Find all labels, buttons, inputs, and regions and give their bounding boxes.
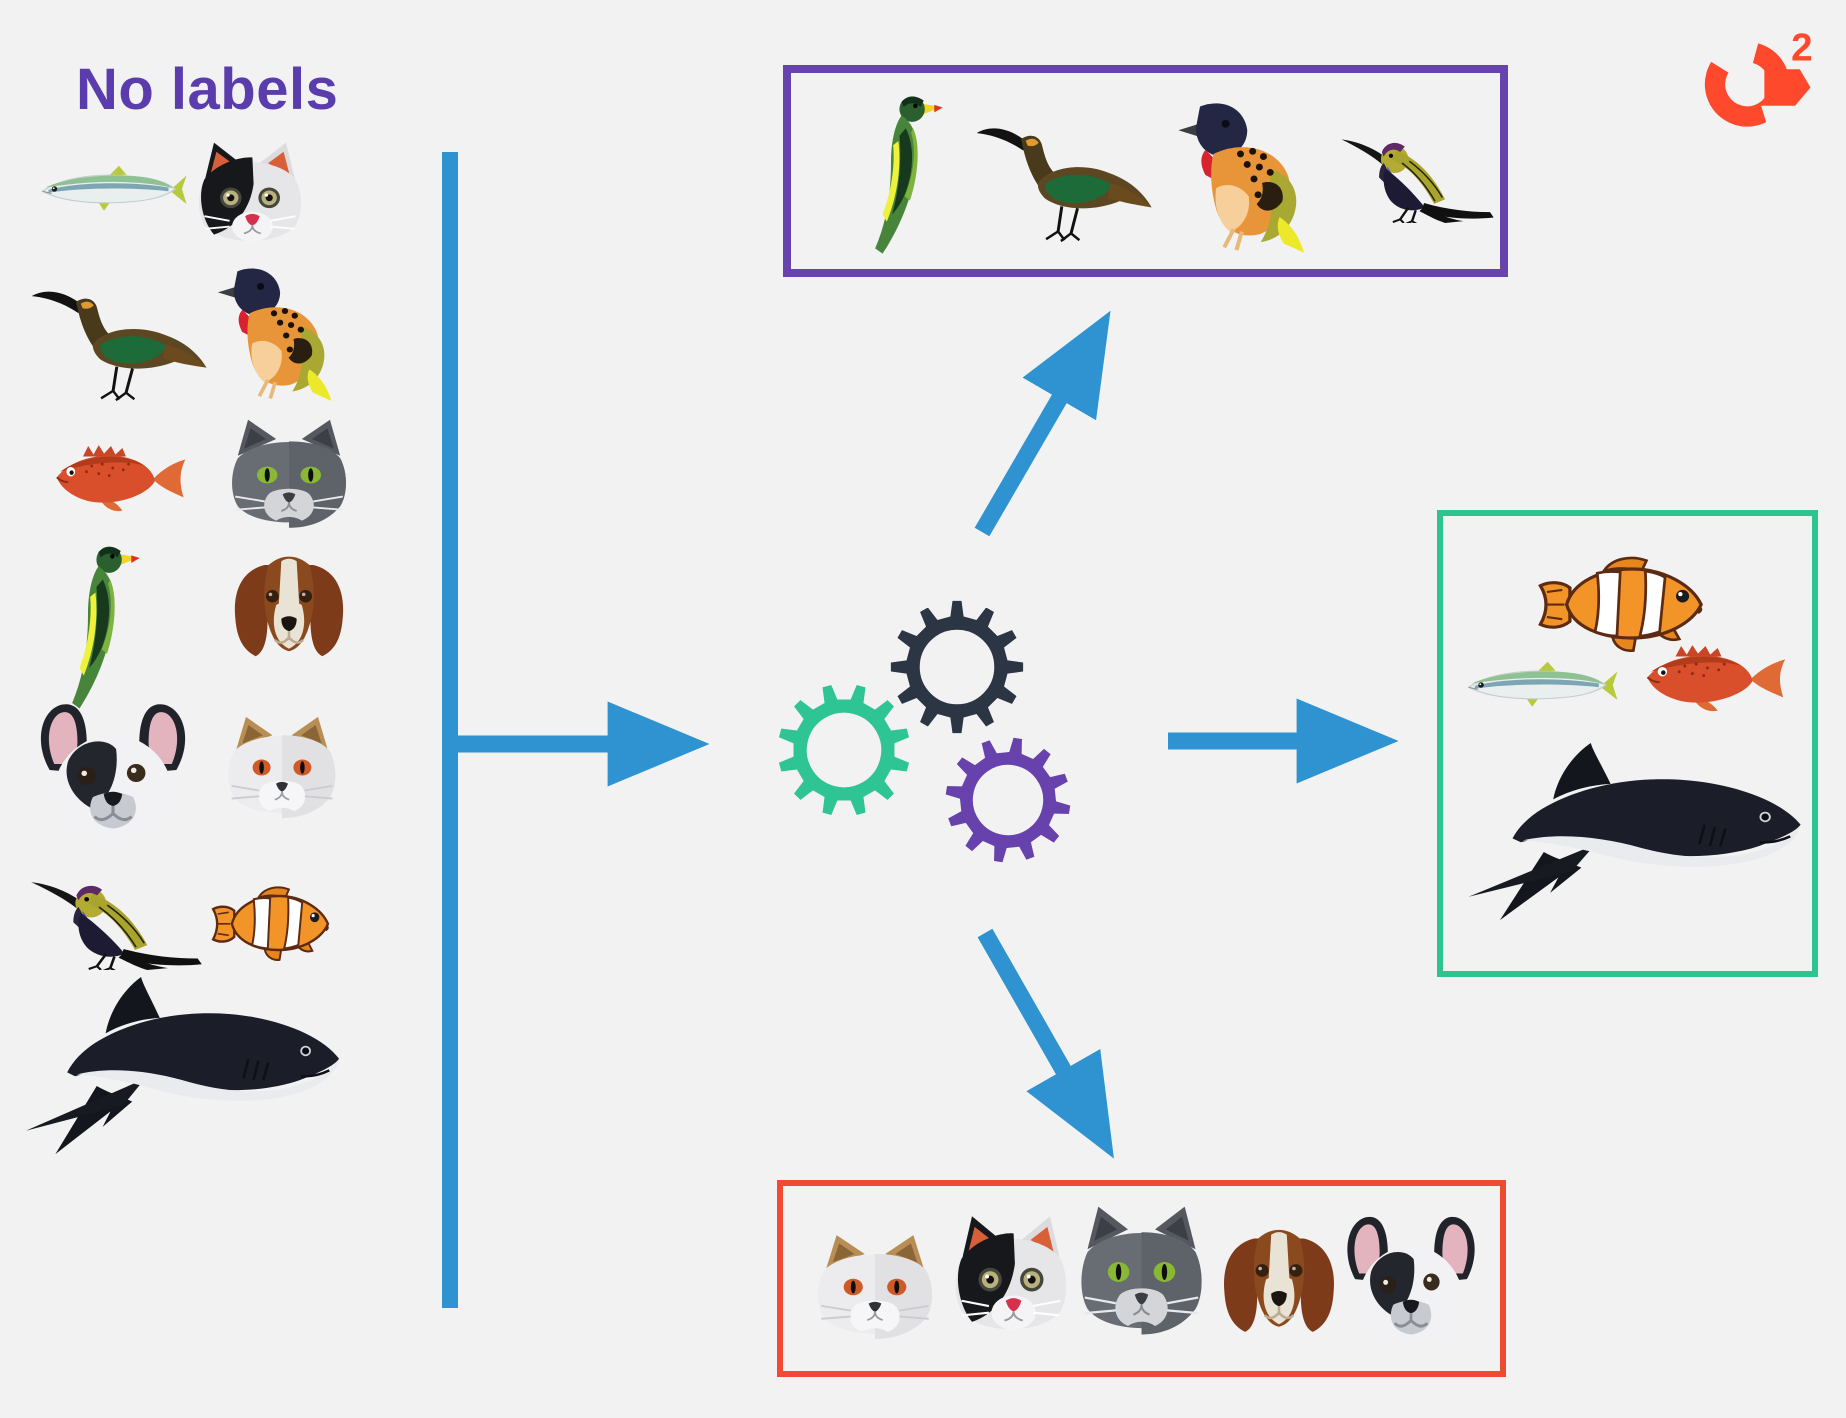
beagle-image bbox=[225, 545, 353, 670]
ibis-image bbox=[28, 272, 213, 402]
white-cat-image bbox=[811, 1228, 939, 1346]
clownfish-image bbox=[210, 878, 335, 968]
frenchie-image bbox=[28, 698, 198, 848]
page-title: No labels bbox=[76, 57, 339, 122]
arrow-algorithm-to-mammals bbox=[977, 928, 1114, 1159]
beagle-image bbox=[1214, 1218, 1344, 1346]
cats-dogs-cluster-box bbox=[777, 1180, 1506, 1377]
frenchie-image bbox=[1336, 1211, 1486, 1353]
oriole-image bbox=[853, 90, 948, 260]
tuxedo-cat-image bbox=[190, 138, 310, 253]
red-fish-image bbox=[1638, 628, 1788, 723]
g2-logo-superscript: 2 bbox=[1791, 27, 1812, 70]
g2-logo-arrow bbox=[1764, 69, 1811, 108]
sunbird-image bbox=[1336, 123, 1501, 223]
teal-gear-icon bbox=[774, 680, 914, 820]
white-cat-image bbox=[222, 710, 342, 825]
oriole-image bbox=[50, 540, 145, 715]
fish-cluster-box bbox=[1437, 510, 1818, 977]
tuxedo-cat-image bbox=[946, 1211, 1076, 1343]
shark-image bbox=[1454, 741, 1809, 926]
shark-image bbox=[12, 975, 347, 1160]
birds-cluster-box bbox=[783, 65, 1508, 277]
dark-gear-icon bbox=[887, 597, 1027, 737]
mackerel-image bbox=[1464, 646, 1619, 721]
weaver-image bbox=[1173, 96, 1308, 254]
purple-gear-icon bbox=[941, 733, 1075, 867]
ibis-image bbox=[973, 108, 1158, 243]
g2-logo-notch bbox=[1761, 105, 1798, 131]
g2-logo: 2 bbox=[1704, 27, 1813, 131]
sunbird-image bbox=[25, 865, 210, 970]
arrow-algorithm-to-birds bbox=[974, 310, 1111, 537]
red-fish-image bbox=[48, 428, 188, 523]
mackerel-image bbox=[38, 150, 188, 225]
gray-cat-image bbox=[1074, 1201, 1209, 1343]
gray-cat-image bbox=[225, 415, 353, 535]
weaver-image bbox=[213, 262, 335, 402]
